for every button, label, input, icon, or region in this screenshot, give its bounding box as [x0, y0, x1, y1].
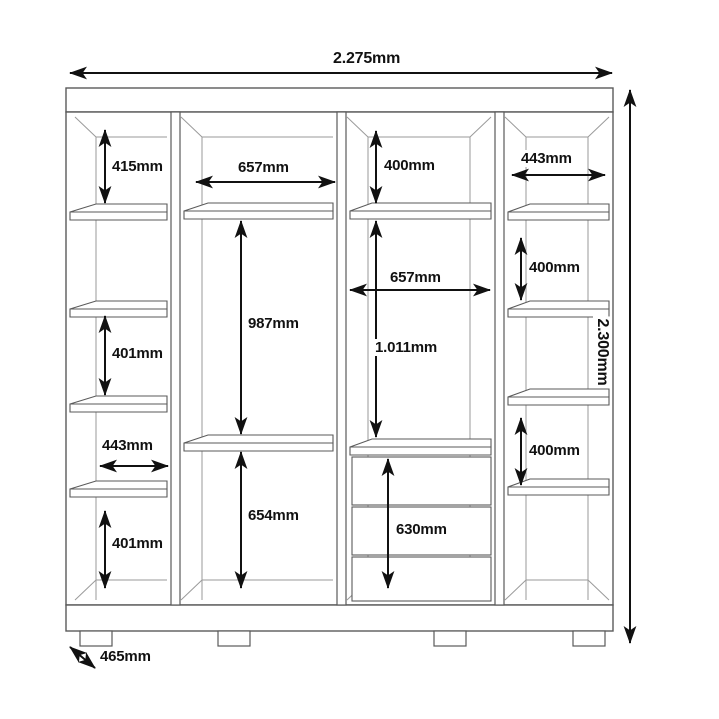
label-c3-1011: 1.011mm [373, 339, 439, 356]
label-c4-443: 443mm [519, 150, 574, 167]
foot-4 [572, 630, 606, 647]
label-c2-987: 987mm [246, 315, 301, 332]
label-c1-401b: 401mm [110, 535, 165, 552]
drawer-3 [351, 556, 492, 602]
shelf-col4-3 [507, 388, 610, 406]
foot-2 [217, 630, 251, 647]
dimline-depth [69, 646, 96, 669]
label-c1-443: 443mm [100, 437, 155, 454]
shelf-col3-1 [349, 202, 492, 220]
label-overall-width: 2.275mm [331, 50, 403, 68]
shelf-col4-4 [507, 478, 610, 496]
dimension-lines [69, 66, 637, 669]
vertical-dividers [170, 111, 505, 606]
shelf-col1-1 [69, 203, 168, 221]
label-c4-400a: 400mm [527, 259, 582, 276]
label-c3-630: 630mm [394, 521, 449, 538]
shelf-col3-2 [349, 438, 492, 456]
label-c3-657: 657mm [388, 269, 443, 286]
shelf-col1-4 [69, 480, 168, 498]
shelf-col2-2 [183, 434, 334, 452]
shelf-col4-2 [507, 300, 610, 318]
shelf-col4-1 [507, 203, 610, 221]
shelf-col1-3 [69, 395, 168, 413]
foot-1 [79, 630, 113, 647]
foot-3 [433, 630, 467, 647]
label-c2-654: 654mm [246, 507, 301, 524]
label-c1-415: 415mm [110, 158, 165, 175]
shelf-col2-1 [183, 202, 334, 220]
label-overall-height: 2.300mm [593, 316, 611, 388]
label-c3-400: 400mm [382, 157, 437, 174]
shelf-col1-2 [69, 300, 168, 318]
label-c1-401a: 401mm [110, 345, 165, 362]
drawer-1 [351, 456, 492, 506]
label-depth: 465mm [98, 648, 153, 665]
drawer-stack [351, 456, 492, 602]
label-c4-400b: 400mm [527, 442, 582, 459]
label-c2-657: 657mm [236, 159, 291, 176]
